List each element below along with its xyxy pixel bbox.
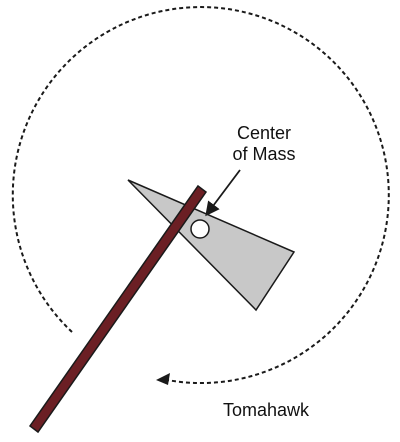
diagram-caption: Tomahawk bbox=[223, 400, 310, 420]
rotation-path-icon bbox=[11, 6, 390, 384]
center-of-mass-label: Center of Mass bbox=[218, 123, 310, 165]
center-of-mass-label-line2: of Mass bbox=[232, 144, 296, 164]
rotation-arrowhead-icon bbox=[156, 373, 170, 385]
tomahawk-blade bbox=[127, 179, 296, 312]
center-of-mass-pointer bbox=[205, 169, 241, 217]
tomahawk-handle bbox=[28, 184, 208, 434]
center-of-mass-label-line1: Center bbox=[236, 123, 292, 143]
center-of-mass-marker bbox=[190, 219, 210, 239]
